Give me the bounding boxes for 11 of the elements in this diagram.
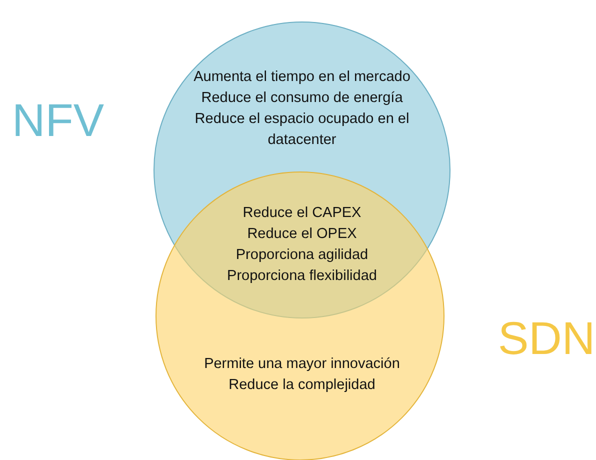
benefit-text: Reduce el CAPEX	[242, 204, 362, 223]
benefit-text: Reduce el OPEX	[247, 225, 357, 244]
benefit-text: Reduce el espacio ocupado en el datacenter	[194, 110, 410, 150]
benefit-text: Proporciona flexibilidad	[227, 267, 377, 286]
set-label: SDN	[498, 312, 596, 364]
benefit-text: Reduce la complejidad	[228, 376, 376, 395]
benefit-text: Aumenta el tiempo en el mercado	[194, 68, 410, 87]
benefit-text: Proporciona agilidad	[236, 246, 368, 265]
benefit-text: Reduce el consumo de energía	[201, 89, 403, 108]
set-label: NFV	[12, 94, 104, 146]
benefit-text: Permite una mayor innovación	[204, 355, 400, 374]
